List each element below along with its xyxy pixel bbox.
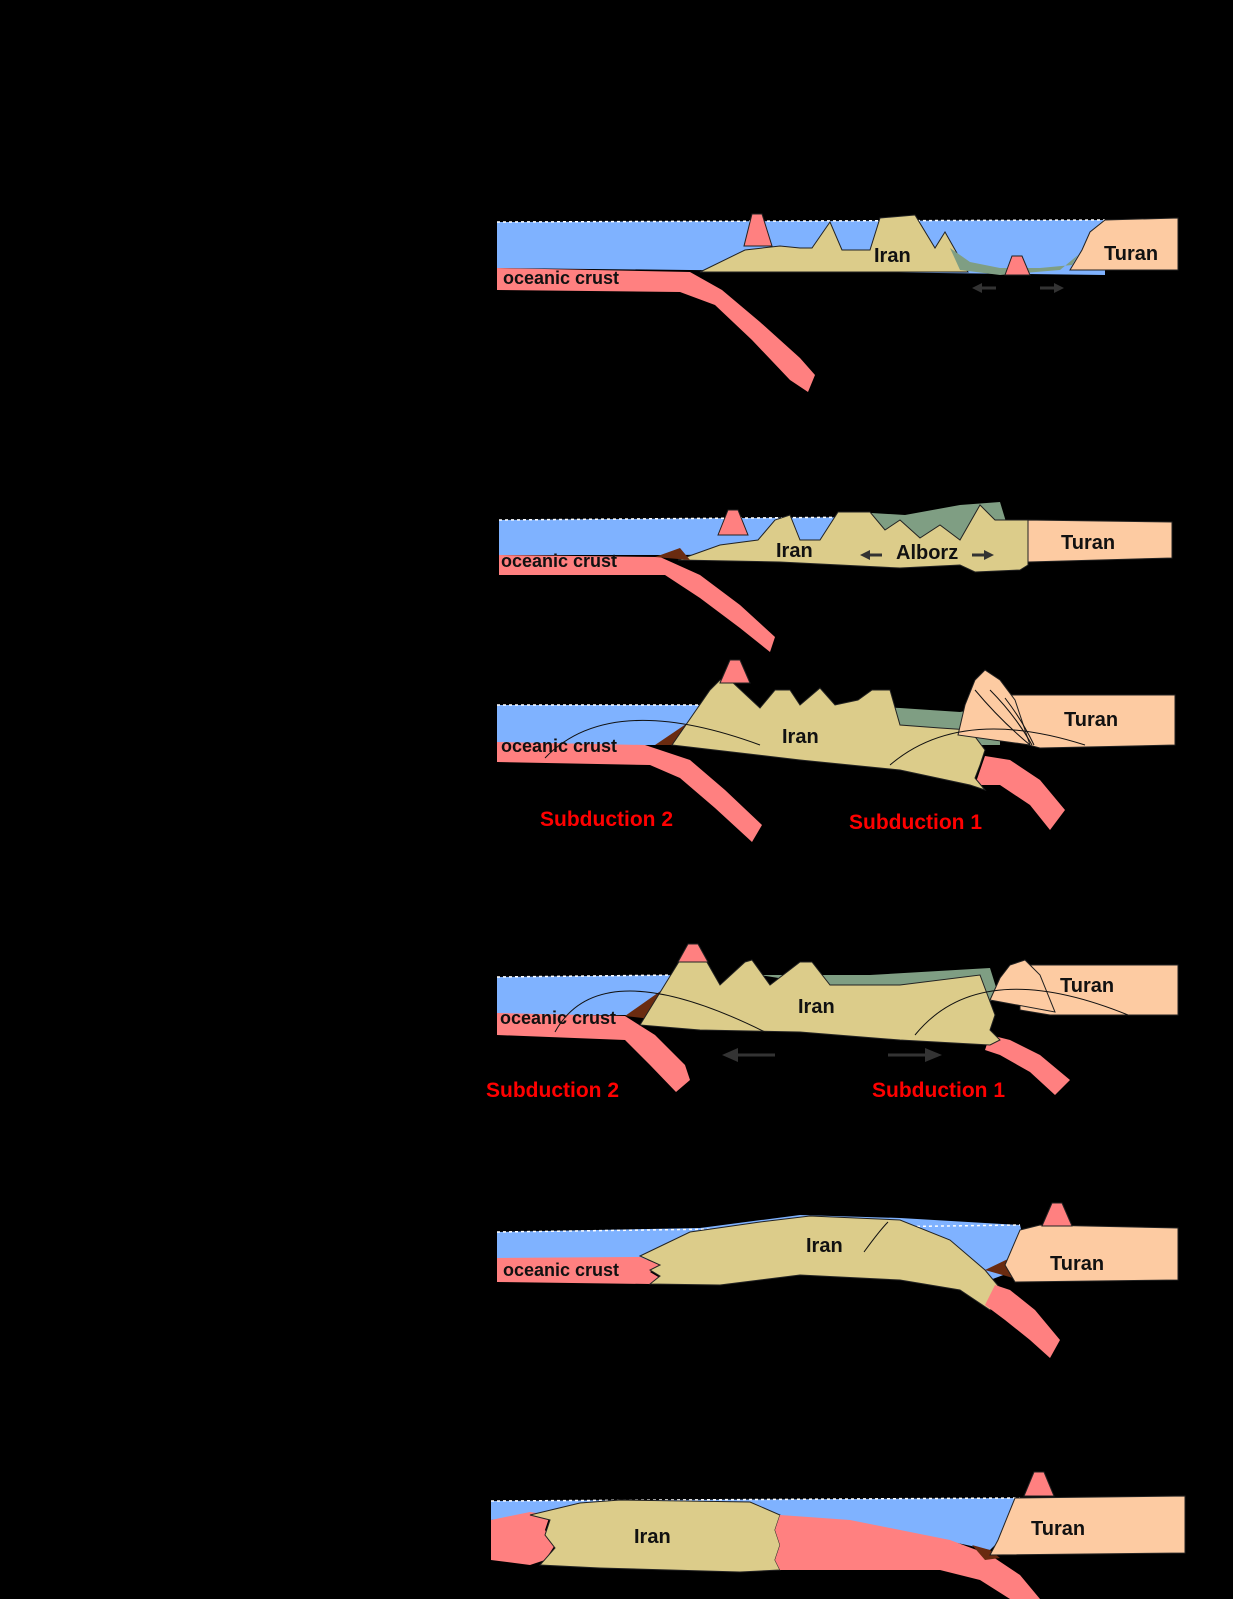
panel-6-oceanic-crust-left [491,1512,555,1565]
panel-3-iran-block [672,680,985,790]
panel-2-iran-label: Iran [776,540,813,562]
panel-6-volcano [1024,1472,1054,1496]
panel-3-subduction-2-label: Subduction 2 [540,808,673,831]
panel-2: oceanic crust Iran Alborz Turan [499,502,1172,652]
panel-3-turan-label: Turan [1064,709,1118,731]
panel-5-iran-label: Iran [806,1235,843,1257]
panel-1-iran-label: Iran [874,245,911,267]
panel-6: Iran Turan [491,1472,1185,1599]
panel-3: oceanic crust Iran Turan Subduction 2 Su… [497,660,1175,842]
panel-3-oceanic-crust-label: oceanic crust [501,736,617,756]
panel-1: oceanic crust Iran Turan [497,214,1178,392]
panel-5-turan-label: Turan [1050,1253,1104,1275]
panel-5-volcano [1042,1203,1072,1226]
panel-2-oceanic-crust-label: oceanic crust [501,551,617,571]
panel-4-volcano [678,944,708,962]
panel-5-oceanic-crust-label: oceanic crust [503,1260,619,1280]
panel-1-oceanic-crust-label: oceanic crust [503,268,619,288]
panel-3-subducting-slab-1 [975,756,1065,830]
panel-2-turan-label: Turan [1061,532,1115,554]
panel-5-subducting-slab [985,1285,1060,1358]
panel-6-iran-label: Iran [634,1526,671,1548]
panel-6-turan-label: Turan [1031,1518,1085,1540]
panel-3-iran-label: Iran [782,726,819,748]
panel-4-iran-label: Iran [798,996,835,1018]
panel-2-alborz-label: Alborz [896,542,958,564]
panel-1-turan-label: Turan [1104,243,1158,265]
panel-4-subduction-2-label: Subduction 2 [486,1079,619,1102]
panel-2-volcano [718,510,748,535]
panel-4-oceanic-crust-label: oceanic crust [500,1008,616,1028]
panel-4-turan-label: Turan [1060,975,1114,997]
panel-3-subduction-1-label: Subduction 1 [849,811,982,834]
panel-4: oceanic crust Iran Turan Subduction 2 Su… [486,944,1178,1102]
panel-3-volcano [720,660,750,683]
panel-4-subduction-1-label: Subduction 1 [872,1079,1005,1102]
panel-6-turan-block [990,1496,1185,1555]
panel-5: oceanic crust Iran Turan [497,1203,1178,1358]
